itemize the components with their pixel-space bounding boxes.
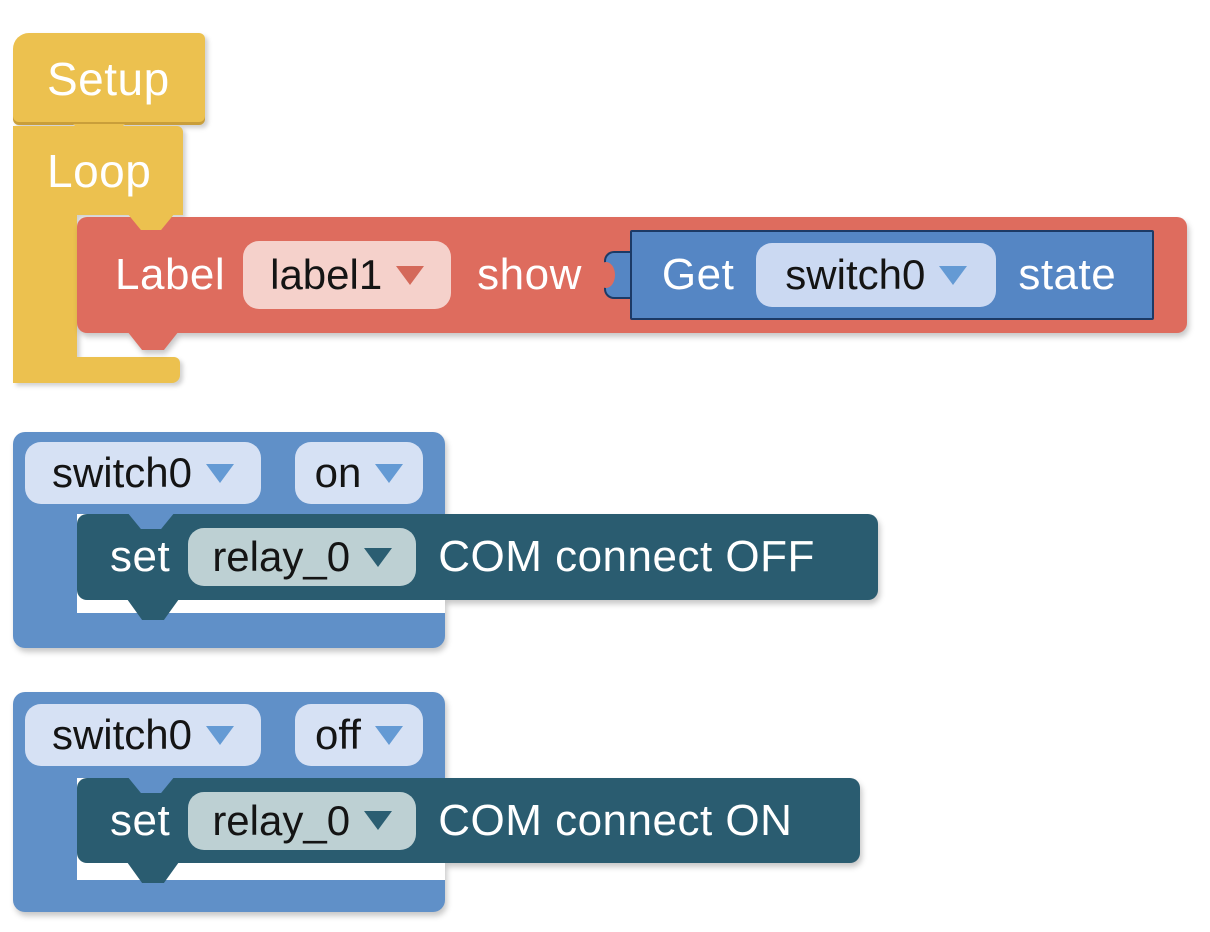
device-dropdown[interactable]: switch0 — [25, 704, 261, 766]
dropdown-arrow-icon — [939, 265, 968, 285]
value-plug-connector-icon — [603, 251, 630, 299]
relay-value: relay_0 — [212, 533, 351, 580]
label-show-block[interactable]: Label label1 show Get switch0 state — [77, 217, 1187, 350]
get-device-dropdown[interactable]: switch0 — [756, 243, 997, 307]
get-state-wrapper: Get switch0 state — [603, 230, 1154, 320]
dropdown-arrow-icon — [374, 725, 403, 745]
relay-dropdown[interactable]: relay_0 — [188, 791, 417, 850]
device-dropdown[interactable]: switch0 — [25, 442, 261, 504]
dropdown-arrow-icon — [375, 463, 404, 483]
get-state-block[interactable]: Get switch0 state — [629, 230, 1154, 320]
event-header-row: switch0 off — [13, 692, 445, 778]
set-relay-off-block[interactable]: set relay_0 COM connect OFF — [77, 514, 878, 600]
setup-block[interactable]: Setup — [13, 33, 205, 125]
set-action-text: COM connect OFF — [438, 532, 815, 581]
event-state-value: off — [315, 711, 361, 758]
dropdown-arrow-icon — [364, 811, 393, 830]
device-value: switch0 — [51, 711, 193, 758]
device-value: switch0 — [51, 449, 193, 496]
get-suffix-text: state — [1018, 250, 1117, 299]
set-prefix-text: set — [110, 795, 171, 845]
label-name-value: label1 — [270, 251, 383, 298]
set-block-bottom-connector — [127, 862, 179, 883]
event-state-value: on — [314, 449, 362, 496]
dropdown-arrow-icon — [206, 725, 235, 745]
get-device-value: switch0 — [785, 251, 926, 298]
event-state-dropdown[interactable]: off — [295, 704, 423, 766]
loop-left-arm — [13, 214, 77, 383]
loop-block[interactable]: Loop — [13, 126, 183, 215]
event-state-dropdown[interactable]: on — [295, 442, 423, 504]
loop-label: Loop — [47, 144, 152, 197]
dropdown-arrow-icon — [396, 265, 425, 285]
loop-bottom-arm — [13, 357, 180, 383]
label-action-text: show — [477, 250, 582, 299]
statement-connector — [127, 512, 175, 529]
set-relay-on-block[interactable]: set relay_0 COM connect ON — [77, 778, 860, 863]
relay-value: relay_0 — [212, 796, 351, 844]
statement-connector — [127, 776, 175, 793]
label-block-bottom-connector — [127, 331, 179, 350]
relay-dropdown[interactable]: relay_0 — [188, 528, 417, 586]
set-action-text: COM connect ON — [438, 795, 793, 845]
get-prefix-text: Get — [661, 250, 735, 299]
label-prefix-text: Label — [115, 250, 226, 299]
dropdown-arrow-icon — [364, 547, 393, 567]
set-prefix-text: set — [110, 532, 171, 581]
setup-label: Setup — [47, 53, 170, 105]
event-header-row: switch0 on — [13, 432, 445, 514]
set-block-bottom-connector — [127, 599, 179, 620]
label-name-dropdown[interactable]: label1 — [243, 241, 452, 309]
loop-statement-connector — [127, 213, 175, 230]
dropdown-arrow-icon — [206, 463, 235, 483]
